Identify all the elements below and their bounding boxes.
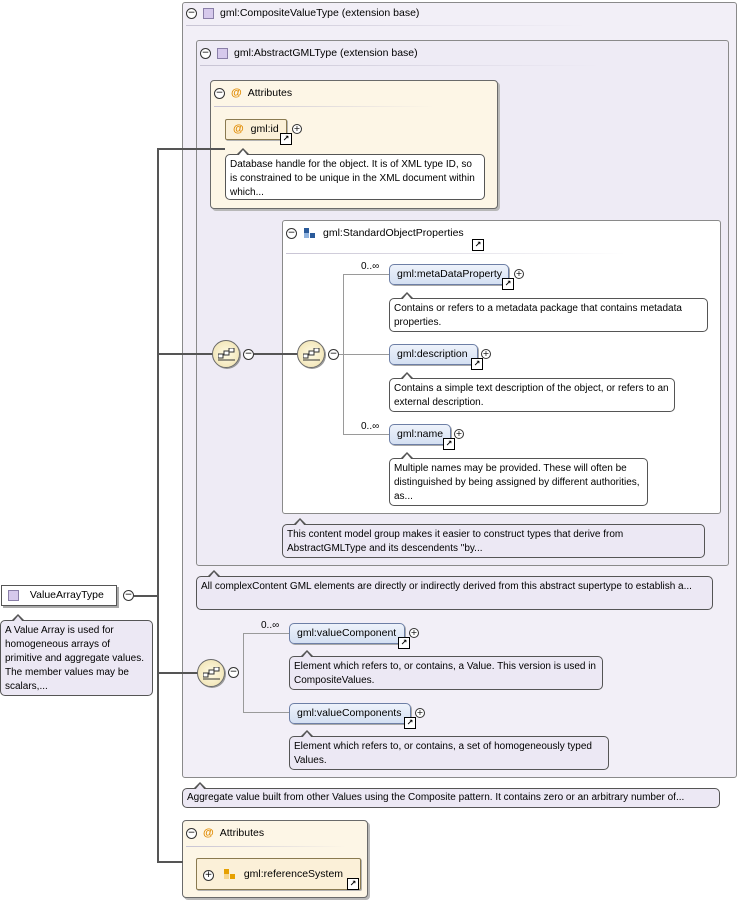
expand-plus-icon[interactable]: +: [409, 628, 419, 638]
collapse-sequence-toggle[interactable]: −: [328, 349, 339, 360]
connector-line: [343, 274, 389, 275]
composite-header-rule: [186, 25, 586, 26]
connector-line: [157, 148, 225, 150]
sequence-compositor-icon[interactable]: [197, 659, 225, 687]
occurrence-label: 0..∞: [361, 261, 380, 272]
name-element[interactable]: gml:name: [389, 424, 451, 445]
collapse-standard-props-toggle[interactable]: −: [286, 227, 297, 239]
link-arrow-icon[interactable]: ↗: [398, 637, 410, 649]
gml-id-doc: Database handle for the object. It is of…: [225, 148, 485, 200]
name-doc: Multiple names may be provided. These wi…: [389, 452, 648, 506]
collapse-sequence-toggle[interactable]: −: [228, 667, 239, 678]
collapse-sequence-toggle[interactable]: −: [243, 349, 254, 360]
value-array-type-label: ValueArrayType: [29, 589, 104, 601]
standard-object-properties-title: gml:StandardObjectProperties: [323, 227, 464, 239]
collapse-outer-attributes-toggle[interactable]: −: [186, 827, 197, 839]
standard-object-properties-header: − gml:StandardObjectProperties: [286, 227, 464, 239]
link-arrow-icon[interactable]: ↗: [347, 878, 359, 890]
standard-props-rule: [286, 253, 626, 254]
expand-reference-system-toggle[interactable]: +: [203, 870, 214, 881]
attribute-at-icon: @: [233, 123, 244, 135]
collapse-abstract-toggle[interactable]: −: [200, 47, 211, 59]
value-component-element[interactable]: gml:valueComponent: [289, 623, 405, 644]
link-arrow-icon[interactable]: ↗: [472, 239, 484, 251]
meta-data-property-element[interactable]: gml:metaDataProperty: [389, 264, 509, 285]
sequence-compositor-icon[interactable]: [297, 340, 325, 368]
collapse-root-toggle[interactable]: −: [123, 590, 134, 601]
expand-plus-icon[interactable]: +: [292, 124, 302, 134]
group-ref-icon: [304, 228, 315, 238]
value-components-element[interactable]: gml:valueComponents: [289, 703, 411, 724]
composite-value-type-header: − gml:CompositeValueType (extension base…: [186, 7, 419, 19]
complex-type-icon: [203, 7, 214, 19]
connector-line: [243, 633, 289, 634]
connector-line: [157, 861, 183, 863]
link-arrow-icon[interactable]: ↗: [404, 717, 416, 729]
occurrence-label: 0..∞: [361, 421, 380, 432]
description-doc: Contains a simple text description of th…: [389, 372, 675, 412]
inner-attributes-header: − @ Attributes: [214, 87, 292, 99]
reference-system-label: gml:referenceSystem: [243, 868, 344, 880]
abstract-gml-type-doc: All complexContent GML elements are dire…: [196, 570, 713, 610]
link-arrow-icon[interactable]: ↗: [471, 358, 483, 370]
gml-id-label: gml:id: [250, 123, 279, 135]
connector-line: [334, 354, 389, 355]
complex-type-icon: [217, 47, 228, 59]
attribute-at-icon: @: [203, 827, 214, 839]
expand-plus-icon[interactable]: +: [481, 349, 491, 359]
outer-attributes-title: Attributes: [219, 827, 265, 839]
attribute-group-icon: [223, 869, 235, 880]
expand-plus-icon[interactable]: +: [514, 269, 524, 279]
link-arrow-icon[interactable]: ↗: [280, 133, 292, 145]
outer-attributes-header: − @ Attributes: [186, 827, 264, 839]
sequence-compositor-icon[interactable]: [212, 340, 240, 368]
connector-line: [157, 353, 213, 355]
composite-value-type-title: gml:CompositeValueType (extension base): [220, 7, 420, 19]
connector-line: [134, 595, 158, 597]
attribute-at-icon: @: [231, 87, 242, 99]
connector-line: [254, 353, 297, 355]
collapse-composite-toggle[interactable]: −: [186, 7, 197, 19]
value-component-doc: Element which refers to, or contains, a …: [289, 650, 603, 690]
expand-plus-icon[interactable]: +: [415, 708, 425, 718]
occurrence-label: 0..∞: [261, 620, 280, 631]
link-arrow-icon[interactable]: ↗: [443, 438, 455, 450]
description-element[interactable]: gml:description: [389, 344, 478, 365]
connector-line: [243, 633, 244, 713]
outer-attributes-rule: [186, 846, 346, 847]
connector-line: [343, 434, 389, 435]
gml-id-attribute[interactable]: @ gml:id: [225, 119, 287, 140]
abstract-header-rule: [200, 65, 600, 66]
value-components-doc: Element which refers to, or contains, a …: [289, 730, 609, 770]
connector-line: [243, 712, 289, 713]
expand-plus-icon[interactable]: +: [454, 429, 464, 439]
standard-object-properties-doc: This content model group makes it easier…: [282, 518, 705, 558]
complex-type-icon: [8, 589, 19, 601]
collapse-inner-attributes-toggle[interactable]: −: [214, 87, 225, 99]
inner-attributes-title: Attributes: [247, 87, 293, 99]
link-arrow-icon[interactable]: ↗: [502, 278, 514, 290]
inner-attributes-rule: [214, 106, 434, 107]
value-array-type-node[interactable]: ValueArrayType: [1, 585, 117, 606]
connector-line: [157, 148, 159, 862]
meta-data-property-doc: Contains or refers to a metadata package…: [389, 292, 708, 332]
value-array-type-doc: A Value Array is used for homogeneous ar…: [0, 614, 153, 696]
connector-line: [157, 672, 198, 674]
reference-system-attribute-group[interactable]: + gml:referenceSystem: [196, 858, 361, 890]
abstract-gml-type-title: gml:AbstractGMLType (extension base): [234, 47, 418, 59]
composite-value-type-doc: Aggregate value built from other Values …: [182, 782, 720, 808]
abstract-gml-type-header: − gml:AbstractGMLType (extension base): [200, 47, 418, 59]
